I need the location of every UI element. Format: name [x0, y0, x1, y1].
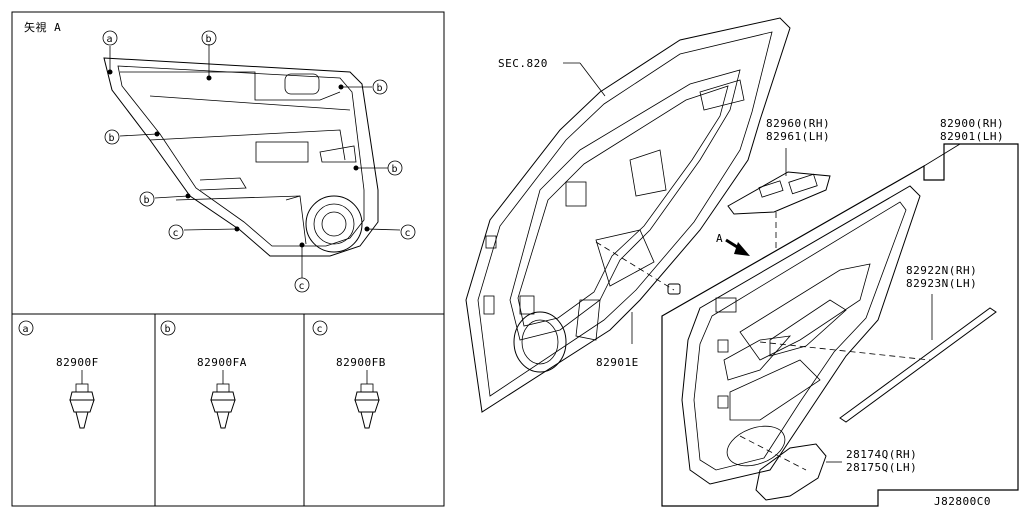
view-label: 矢視 A: [24, 20, 61, 34]
callout-b-1: b: [201, 30, 217, 46]
view-arrow: [725, 238, 750, 256]
view-a-callouts: a b b b b b c c c: [102, 30, 416, 293]
callout-c-3: c: [400, 224, 416, 240]
svg-text:a: a: [107, 34, 113, 45]
callout-b-2: b: [372, 79, 388, 95]
svg-text:a: a: [23, 324, 29, 335]
svg-text:b: b: [206, 34, 212, 45]
finisher-rh-label: 82900(RH): [940, 117, 1004, 130]
view-arrow-label: A: [716, 232, 723, 245]
svg-text:c: c: [317, 324, 323, 335]
speaker-cover: [755, 443, 842, 501]
strip-rh-label: 82922N(RH): [906, 264, 977, 277]
svg-text:c: c: [173, 228, 179, 239]
clip-82901e: [595, 241, 681, 344]
clip-box-c: c 82900FB: [312, 320, 386, 429]
svg-text:c: c: [405, 228, 411, 239]
door-trim-finisher: [681, 185, 931, 485]
clip-b-part-number: 82900FA: [197, 356, 247, 369]
clip-box-b: b 82900FA: [160, 320, 247, 429]
window-switch: [727, 148, 831, 330]
callout-c-1: c: [168, 224, 184, 240]
switch-lh-label: 82961(LH): [766, 130, 830, 143]
clip-box-a: a 82900F: [18, 320, 99, 429]
svg-text:b: b: [392, 164, 398, 175]
clip-a-part-number: 82900F: [56, 356, 99, 369]
cover-lh-label: 28175Q(LH): [846, 461, 917, 474]
callout-c-2: c: [294, 277, 310, 293]
clip-b-icon: [210, 383, 236, 429]
view-a-leaders: [109, 44, 401, 278]
svg-text:b: b: [165, 324, 171, 335]
view-a-trim-panel: [103, 57, 379, 257]
view-a-frame: [11, 11, 445, 507]
finisher-lh-label: 82901(LH): [940, 130, 1004, 143]
clip-82901e-label: 82901E: [596, 356, 639, 369]
sec-820-label: SEC.820: [498, 57, 548, 70]
weather-strip: [839, 294, 997, 423]
door-frame: [465, 17, 791, 413]
svg-text:b: b: [377, 83, 383, 94]
strip-lh-label: 82923N(LH): [906, 277, 977, 290]
diagram-code: J82800C0: [934, 495, 991, 508]
svg-text:c: c: [299, 281, 305, 292]
callout-a-1: a: [102, 30, 118, 46]
cover-rh-label: 28174Q(RH): [846, 448, 917, 461]
clip-c-part-number: 82900FB: [336, 356, 386, 369]
svg-text:b: b: [109, 133, 115, 144]
clip-c-icon: [354, 383, 380, 429]
finisher-frame: [661, 143, 1019, 507]
svg-text:b: b: [144, 195, 150, 206]
callout-b-5: b: [139, 191, 155, 207]
clip-a-icon: [69, 383, 95, 429]
callout-b-3: b: [104, 129, 120, 145]
switch-rh-label: 82960(RH): [766, 117, 830, 130]
callout-b-4: b: [387, 160, 403, 176]
